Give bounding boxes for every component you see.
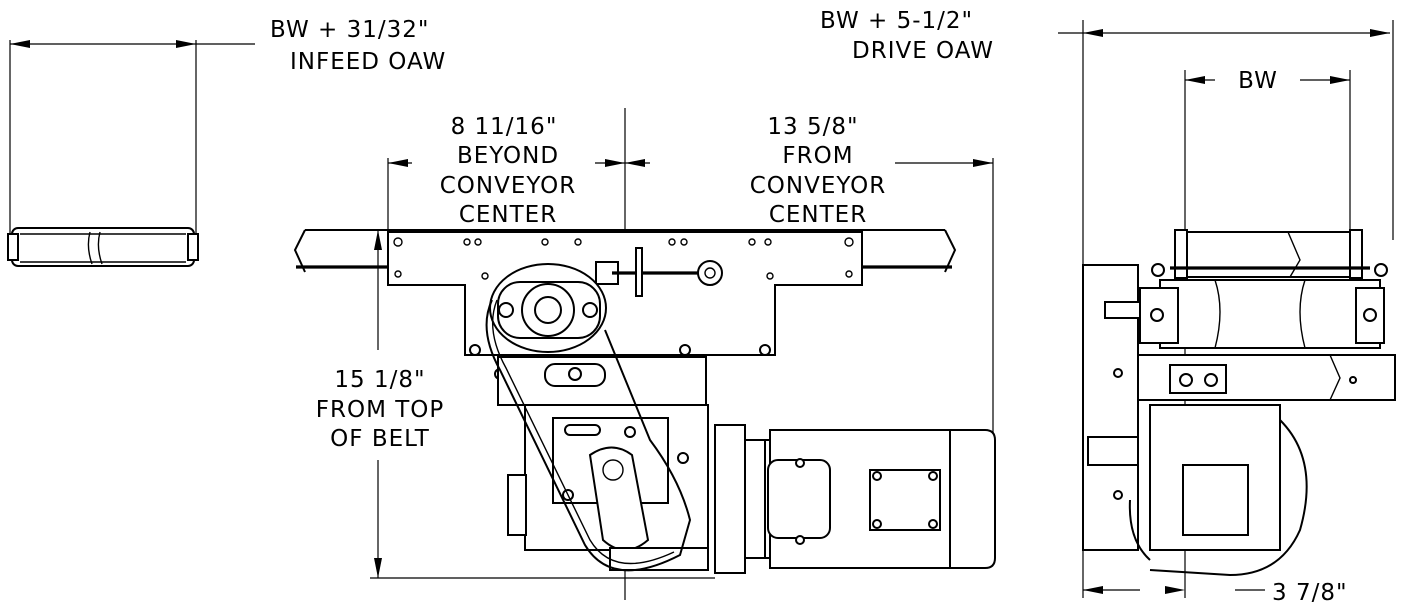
offset-label: 3 7/8": [1272, 580, 1348, 606]
beyond-label-line1: 8 11/16": [451, 114, 558, 140]
end-rail-break: [1329, 354, 1341, 401]
offset-arrow-left: [1083, 586, 1103, 594]
center-dimension-lines: [370, 108, 994, 600]
height-label-line2: FROM TOP: [316, 397, 445, 423]
height-arrow-top: [374, 230, 382, 250]
bearing-bolt: [582, 302, 598, 318]
take-up-nut: [635, 247, 643, 297]
side-view-assembly: [293, 229, 996, 574]
bw-arrow-left: [1185, 76, 1205, 84]
frame-break-right: [944, 229, 957, 273]
infeed-arrow-left: [10, 40, 30, 48]
height-arrow-bottom: [374, 558, 382, 578]
drive-chain-inner: [491, 299, 675, 565]
end-motor-arc: [1128, 499, 1151, 561]
frame-break-left: [293, 229, 306, 273]
infeed-roller-end: [187, 233, 199, 261]
end-roller-break: [1287, 231, 1301, 278]
end-reducer-output: [1182, 464, 1249, 536]
from-label-line3: CONVEYOR: [750, 173, 887, 199]
height-label-line3: OF BELT: [330, 426, 430, 452]
mounting-plate: [387, 231, 863, 356]
drive-arrow-right: [1370, 29, 1390, 37]
end-roller-flange: [1349, 229, 1363, 279]
end-drive-roller: [1175, 231, 1361, 278]
infeed-label-line1: BW + 31/32": [270, 17, 429, 43]
drive-label-line1: BW + 5-1/2": [820, 8, 973, 34]
from-label-line1: 13 5/8": [767, 114, 858, 140]
beyond-arrow-right: [605, 159, 625, 167]
from-label-line4: CENTER: [769, 202, 867, 228]
end-motor-shaft: [1087, 436, 1139, 466]
end-pulley: [1159, 279, 1381, 349]
plate-holes: [393, 237, 854, 280]
motor-flange: [714, 424, 746, 574]
offset-arrow-right: [1165, 586, 1185, 594]
beyond-arrow-left: [388, 159, 408, 167]
beyond-label-line3: CONVEYOR: [440, 173, 577, 199]
infeed-roller-end: [7, 233, 19, 261]
reducer-base: [609, 547, 709, 571]
infeed-arrow-right: [176, 40, 196, 48]
infeed-label-line2: INFEED OAW: [290, 49, 446, 75]
bw-arrow-right: [1330, 76, 1350, 84]
from-label-line2: FROM: [782, 143, 853, 169]
end-motor-circle: [1149, 419, 1308, 577]
from-arrow-left: [625, 159, 645, 167]
height-label-line1: 15 1/8": [334, 367, 425, 393]
beyond-label-line2: BEYOND: [457, 143, 559, 169]
infeed-break-mark: [87, 231, 103, 265]
infeed-roller-view: [7, 40, 255, 267]
from-arrow-right: [973, 159, 993, 167]
end-view-assembly: [1082, 229, 1396, 577]
bw-label: BW: [1238, 68, 1278, 94]
drive-label-line2: DRIVE OAW: [852, 38, 994, 64]
cover-slot: [564, 424, 601, 436]
beyond-label-line4: CENTER: [459, 202, 557, 228]
motor-adapter-plate: [588, 446, 650, 551]
drive-chain: [485, 299, 692, 572]
drive-arrow-left: [1083, 29, 1103, 37]
end-roller-flange: [1174, 229, 1188, 279]
bearing-bolt: [498, 302, 514, 318]
conduit-box: [767, 459, 831, 539]
reducer-output: [507, 474, 527, 536]
gear-mount-plate: [497, 356, 707, 406]
shaft: [534, 296, 562, 324]
motor-end-cap: [949, 429, 996, 569]
idler-pulley: [697, 260, 723, 286]
nameplate: [869, 469, 941, 531]
end-pulley-break: [1214, 279, 1306, 349]
